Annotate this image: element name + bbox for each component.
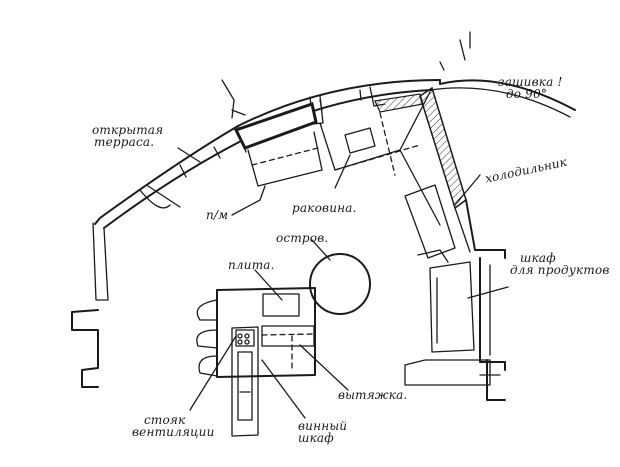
closing-label: зашивка ! до 90°.: [498, 75, 563, 101]
hatched-walls: [233, 86, 467, 210]
upper-right-wall: [221, 31, 576, 119]
island-label: остров.: [276, 231, 329, 245]
dishwasher-block: [247, 131, 323, 187]
terrace-door: [92, 185, 181, 301]
bar-stools: [196, 299, 218, 377]
left-stair-wall: [71, 309, 99, 388]
terrace-label: открытая терраса.: [92, 123, 164, 149]
l-counter: [319, 91, 441, 226]
right-wall: [454, 199, 506, 401]
wine-cabinet: [231, 326, 259, 437]
pantry-label: шкаф для продуктов: [510, 251, 610, 277]
round-table: [309, 253, 371, 315]
leader-lines: [177, 147, 509, 419]
pn-label: п/м: [206, 208, 229, 222]
hood-label: вытяжка.: [338, 388, 408, 402]
fridge-units: [404, 184, 491, 386]
wine-label: винный шкаф: [298, 419, 348, 445]
hob-label: плита.: [228, 258, 275, 272]
rack-label: стояк вентиляции: [132, 413, 215, 439]
sink-label: раковина.: [292, 201, 357, 215]
